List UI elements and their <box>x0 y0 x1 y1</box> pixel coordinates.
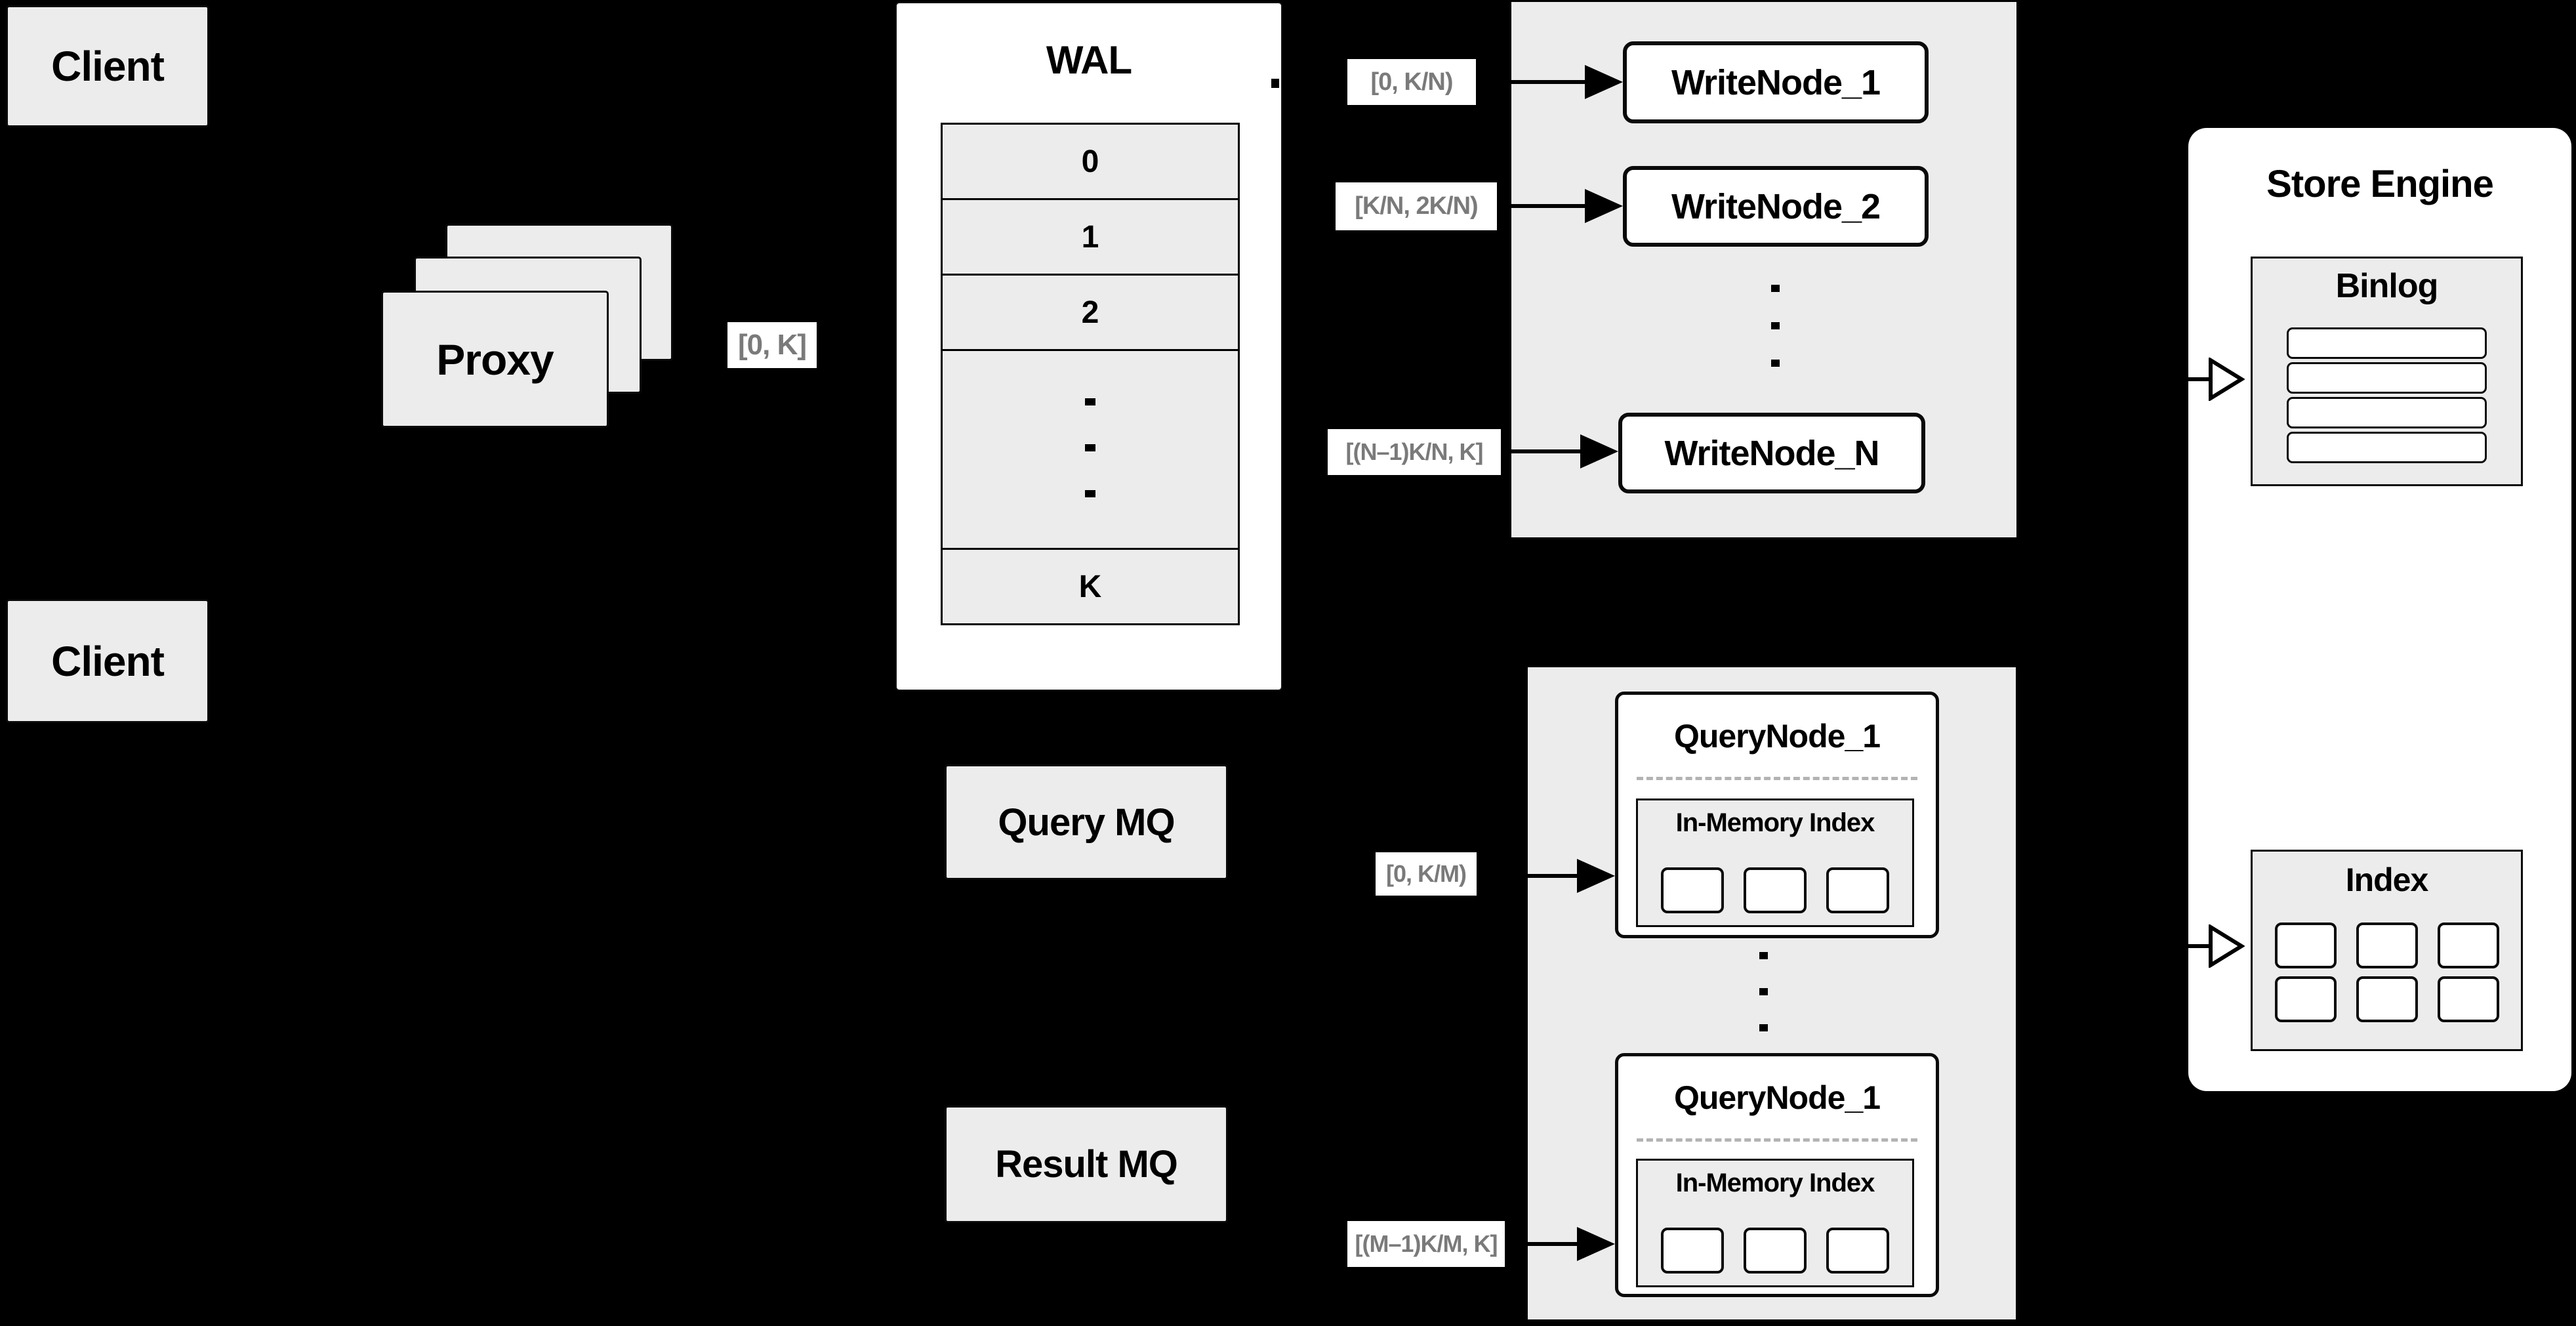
wal-title: WAL <box>1046 38 1132 82</box>
write-node-n-box: WriteNode_N <box>1618 413 1925 493</box>
ellipsis-dot <box>1085 398 1095 405</box>
wal-row-ellipsis <box>943 349 1238 548</box>
arrowhead-to-querynode-1 <box>1577 859 1615 893</box>
range-label-writenode-2: [K/N, 2K/N) <box>1336 182 1497 230</box>
arrow-to-writenode-1 <box>1511 80 1587 84</box>
index-cell <box>2437 922 2499 968</box>
write-node-n-label: WriteNode_N <box>1664 433 1879 473</box>
client-box-bottom: Client <box>6 599 209 723</box>
client-bottom-label: Client <box>51 637 165 685</box>
range-label-querynode-2: [(M–1)K/M, K] <box>1347 1221 1505 1267</box>
ellipsis-dot <box>1771 285 1780 292</box>
index-cell <box>1826 1228 1889 1274</box>
ellipsis-dot <box>1759 988 1768 995</box>
range-label-writenode-n: [(N–1)K/N, K] <box>1328 429 1501 475</box>
index-grid-row <box>2274 976 2499 1022</box>
write-node-1-label: WriteNode_1 <box>1671 62 1881 102</box>
index-cell <box>1744 867 1807 913</box>
query-node-2-title: QueryNode_1 <box>1673 1079 1881 1116</box>
write-node-2-label: WriteNode_2 <box>1671 186 1881 226</box>
wal-row-1: 1 <box>943 198 1238 274</box>
ellipsis-dot <box>1085 444 1095 451</box>
index-panel: Index <box>2251 850 2523 1051</box>
hollow-arrowhead-index <box>2209 924 2245 968</box>
arrow-to-binlog <box>2188 377 2215 381</box>
in-memory-index-2-cells <box>1638 1228 1912 1274</box>
wal-box: WAL 0 1 2 K <box>895 2 1282 691</box>
store-engine-title: Store Engine <box>2266 163 2494 205</box>
arrowhead-to-writenode-n <box>1580 434 1618 468</box>
write-node-1-box: WriteNode_1 <box>1623 41 1929 123</box>
index-cell <box>1661 867 1724 913</box>
query-mq-box: Query MQ <box>945 764 1228 880</box>
in-memory-index-2: In-Memory Index <box>1636 1159 1914 1287</box>
result-mq-label: Result MQ <box>995 1143 1178 1186</box>
binlog-row <box>2287 432 2487 463</box>
arrow-to-querynode-1 <box>1528 874 1580 878</box>
client-box-top: Client <box>6 5 209 127</box>
range-label-querynode-1: [0, K/M) <box>1376 852 1477 896</box>
index-cell <box>1661 1228 1724 1274</box>
query-node-2-box: QueryNode_1 In-Memory Index <box>1615 1053 1939 1297</box>
query-node-1-box: QueryNode_1 In-Memory Index <box>1615 692 1939 938</box>
binlog-row <box>2287 362 2487 394</box>
write-node-2-box: WriteNode_2 <box>1623 166 1929 247</box>
wal-row-0: 0 <box>943 125 1238 198</box>
index-title: Index <box>2345 861 2429 898</box>
client-top-label: Client <box>51 43 165 90</box>
hollow-arrowhead-binlog <box>2209 358 2245 401</box>
query-node-1-title: QueryNode_1 <box>1673 718 1881 755</box>
in-memory-index-1: In-Memory Index <box>1636 798 1914 927</box>
range-label-proxy-wal: [0, K] <box>727 322 817 368</box>
index-cell <box>1744 1228 1807 1274</box>
ellipsis-dot <box>1759 952 1768 959</box>
index-cell <box>2274 976 2337 1022</box>
ellipsis-dot <box>1771 360 1780 367</box>
wal-out-arrow-stub <box>1271 79 1279 88</box>
wal-table: 0 1 2 K <box>941 123 1240 625</box>
query-mq-label: Query MQ <box>998 800 1175 844</box>
index-cell <box>2356 976 2418 1022</box>
arrowhead-to-writenode-2 <box>1585 189 1623 223</box>
arrow-to-writenode-2 <box>1511 204 1587 208</box>
query-node-1-divider <box>1637 777 1917 780</box>
ellipsis-dot <box>1085 490 1095 497</box>
query-node-2-divider <box>1637 1138 1917 1142</box>
ellipsis-dot <box>1771 322 1780 329</box>
in-memory-index-1-title: In-Memory Index <box>1675 808 1875 837</box>
arrow-to-writenode-n <box>1511 449 1583 453</box>
range-label-writenode-1: [0, K/N) <box>1347 59 1476 105</box>
binlog-title: Binlog <box>2335 267 2439 305</box>
binlog-rows <box>2287 327 2487 463</box>
store-engine-box: Store Engine Binlog Index <box>2188 128 2571 1091</box>
index-cell <box>2437 976 2499 1022</box>
ellipsis-dot <box>1759 1024 1768 1031</box>
result-mq-box: Result MQ <box>945 1106 1228 1223</box>
index-grid <box>2253 922 2521 1022</box>
binlog-row <box>2287 397 2487 428</box>
wal-row-2: 2 <box>943 274 1238 349</box>
proxy-label: Proxy <box>436 335 554 384</box>
in-memory-index-2-title: In-Memory Index <box>1675 1169 1875 1197</box>
proxy-box: Proxy <box>381 291 609 428</box>
arrow-to-querynode-2 <box>1528 1242 1580 1246</box>
arrow-to-index <box>2188 944 2215 948</box>
index-cell <box>2356 922 2418 968</box>
arrowhead-to-querynode-2 <box>1577 1227 1615 1261</box>
wal-row-k: K <box>943 548 1238 623</box>
in-memory-index-1-cells <box>1638 867 1912 913</box>
index-grid-row <box>2274 922 2499 968</box>
index-cell <box>2274 922 2337 968</box>
binlog-panel: Binlog <box>2251 257 2523 486</box>
arrowhead-to-writenode-1 <box>1585 65 1623 99</box>
index-cell <box>1826 867 1889 913</box>
binlog-row <box>2287 327 2487 359</box>
